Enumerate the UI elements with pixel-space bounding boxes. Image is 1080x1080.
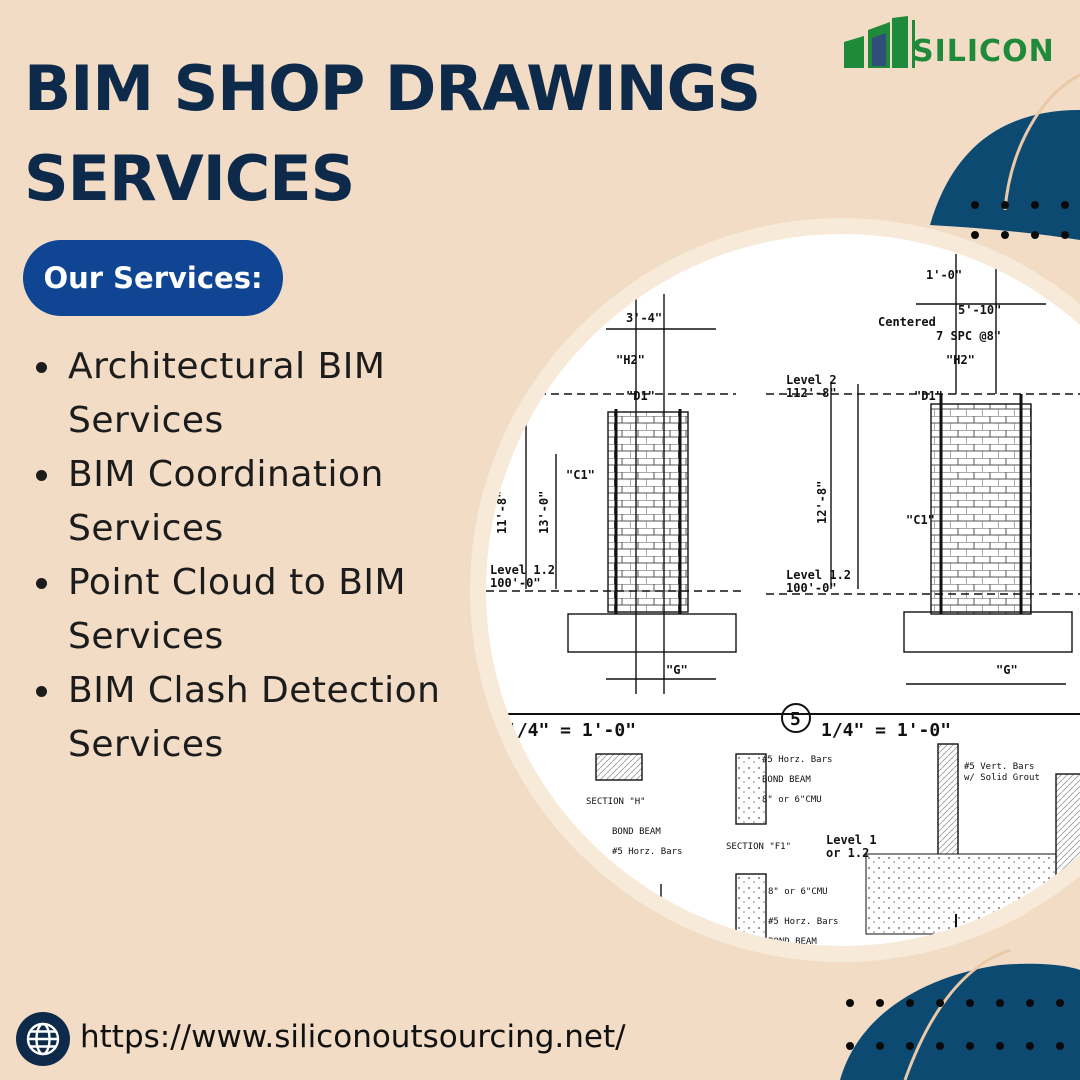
bullet-icon	[36, 362, 47, 373]
drawing-level-12-left: Level 1.2	[490, 563, 555, 577]
drawing-tag-g-left: "G"	[666, 663, 688, 677]
our-services-badge: Our Services:	[23, 240, 283, 316]
drawing-horz-bars-2: #5 Horz. Bars	[612, 847, 682, 857]
drawing-section-f1: SECTION "F1"	[726, 842, 791, 852]
drawing-scale-left: 1/4" = 1'-0"	[506, 720, 636, 741]
service-item-architectural: Architectural BIM Services	[30, 340, 488, 448]
drawing-bond-beam-1: BOND BEAM	[762, 775, 811, 785]
shop-drawing-image: Level 2 112'-8" Level 1.2 100'-0" Level …	[486, 234, 1080, 946]
services-list: Architectural BIM Services BIM Coordinat…	[30, 340, 488, 772]
drawing-bond-beam-2: BOND BEAM	[612, 827, 661, 837]
drawing-tag-c1-left: "C1"	[566, 468, 595, 482]
drawing-level-1: Level 1	[826, 833, 877, 847]
service-item-coordination: BIM Coordination Services	[30, 448, 488, 556]
bullet-icon	[36, 686, 47, 697]
drawing-tag-h2-left: "H2"	[616, 353, 645, 367]
drawing-tag-h2-right: "H2"	[946, 353, 975, 367]
website-link[interactable]: https://www.siliconoutsourcing.net/	[80, 1019, 626, 1055]
service-item-clash-detection: BIM Clash Detection Services	[30, 664, 488, 772]
drawing-level-12-left-elev: 100'-0"	[490, 576, 541, 590]
drawing-centered: Centered	[878, 315, 936, 329]
drawing-dim-1: 1'-0"	[926, 268, 962, 282]
drawing-tag-d1-right: "D1"	[914, 389, 943, 403]
drawing-dim-5: 13'-0"	[537, 491, 551, 534]
drawing-spc: 7 SPC @8"	[936, 329, 1001, 343]
drawing-horz-bars-1: #5 Horz. Bars	[762, 755, 832, 765]
title-line-2: SERVICES	[24, 142, 355, 215]
logo-text: SILICON	[912, 34, 1055, 69]
service-item-line-2: Services	[68, 400, 224, 441]
drawing-level-12-right-elev: 100'-0"	[786, 581, 837, 595]
drawing-solid-grout: w/ Solid Grout	[964, 773, 1040, 783]
drawing-bond-beam-3: BOND BEAM	[768, 937, 817, 946]
bullet-icon	[36, 470, 47, 481]
service-item-line-1: BIM Coordination	[68, 454, 384, 495]
drawing-cmu-2: 8" or 6"CMU	[768, 887, 828, 897]
drawing-dim-3: 3'-4"	[626, 311, 662, 325]
title-line-1: BIM SHOP DRAWINGS	[24, 52, 761, 125]
drawing-detail-number: 5	[790, 709, 801, 730]
drawing-dim-6: 12'-8"	[815, 481, 829, 524]
drawing-level-12-right: Level 1.2	[786, 568, 851, 582]
service-item-line-1: Point Cloud to BIM	[68, 562, 407, 603]
drawing-level-2: Level 2	[786, 373, 837, 387]
drawing-tag-g-right: "G"	[996, 663, 1018, 677]
service-item-line-2: Services	[68, 616, 224, 657]
silicon-logo-icon	[844, 16, 915, 68]
drawing-section-h: SECTION "H"	[586, 797, 646, 807]
service-item-line-2: Services	[68, 724, 224, 765]
service-item-line-1: Architectural BIM	[68, 346, 386, 387]
drawing-frame: Level 2 112'-8" Level 1.2 100'-0" Level …	[470, 218, 1080, 962]
service-item-line-1: BIM Clash Detection	[68, 670, 441, 711]
drawing-tag-c1-right: "C1"	[906, 513, 935, 527]
globe-icon	[16, 1012, 70, 1066]
drawing-level-1-sub: or 1.2	[826, 846, 869, 860]
page-title: BIM SHOP DRAWINGS SERVICES	[24, 44, 761, 224]
service-item-point-cloud: Point Cloud to BIM Services	[30, 556, 488, 664]
drawing-tag-d1-left: "D1"	[626, 389, 655, 403]
drawing-level-2-elev: 112'-8"	[786, 386, 837, 400]
drawing-dim-2: 5'-10"	[958, 303, 1001, 317]
drawing-scale-right: 1/4" = 1'-0"	[821, 720, 951, 741]
service-item-line-2: Services	[68, 508, 224, 549]
drawing-dim-4: 11'-8"	[495, 491, 509, 534]
drawing-vert-bars: #5 Vert. Bars	[964, 762, 1034, 772]
drawing-cmu-1: 8" or 6"CMU	[762, 795, 822, 805]
bullet-icon	[36, 578, 47, 589]
drawing-horz-bars-3: #5 Horz. Bars	[768, 917, 838, 927]
